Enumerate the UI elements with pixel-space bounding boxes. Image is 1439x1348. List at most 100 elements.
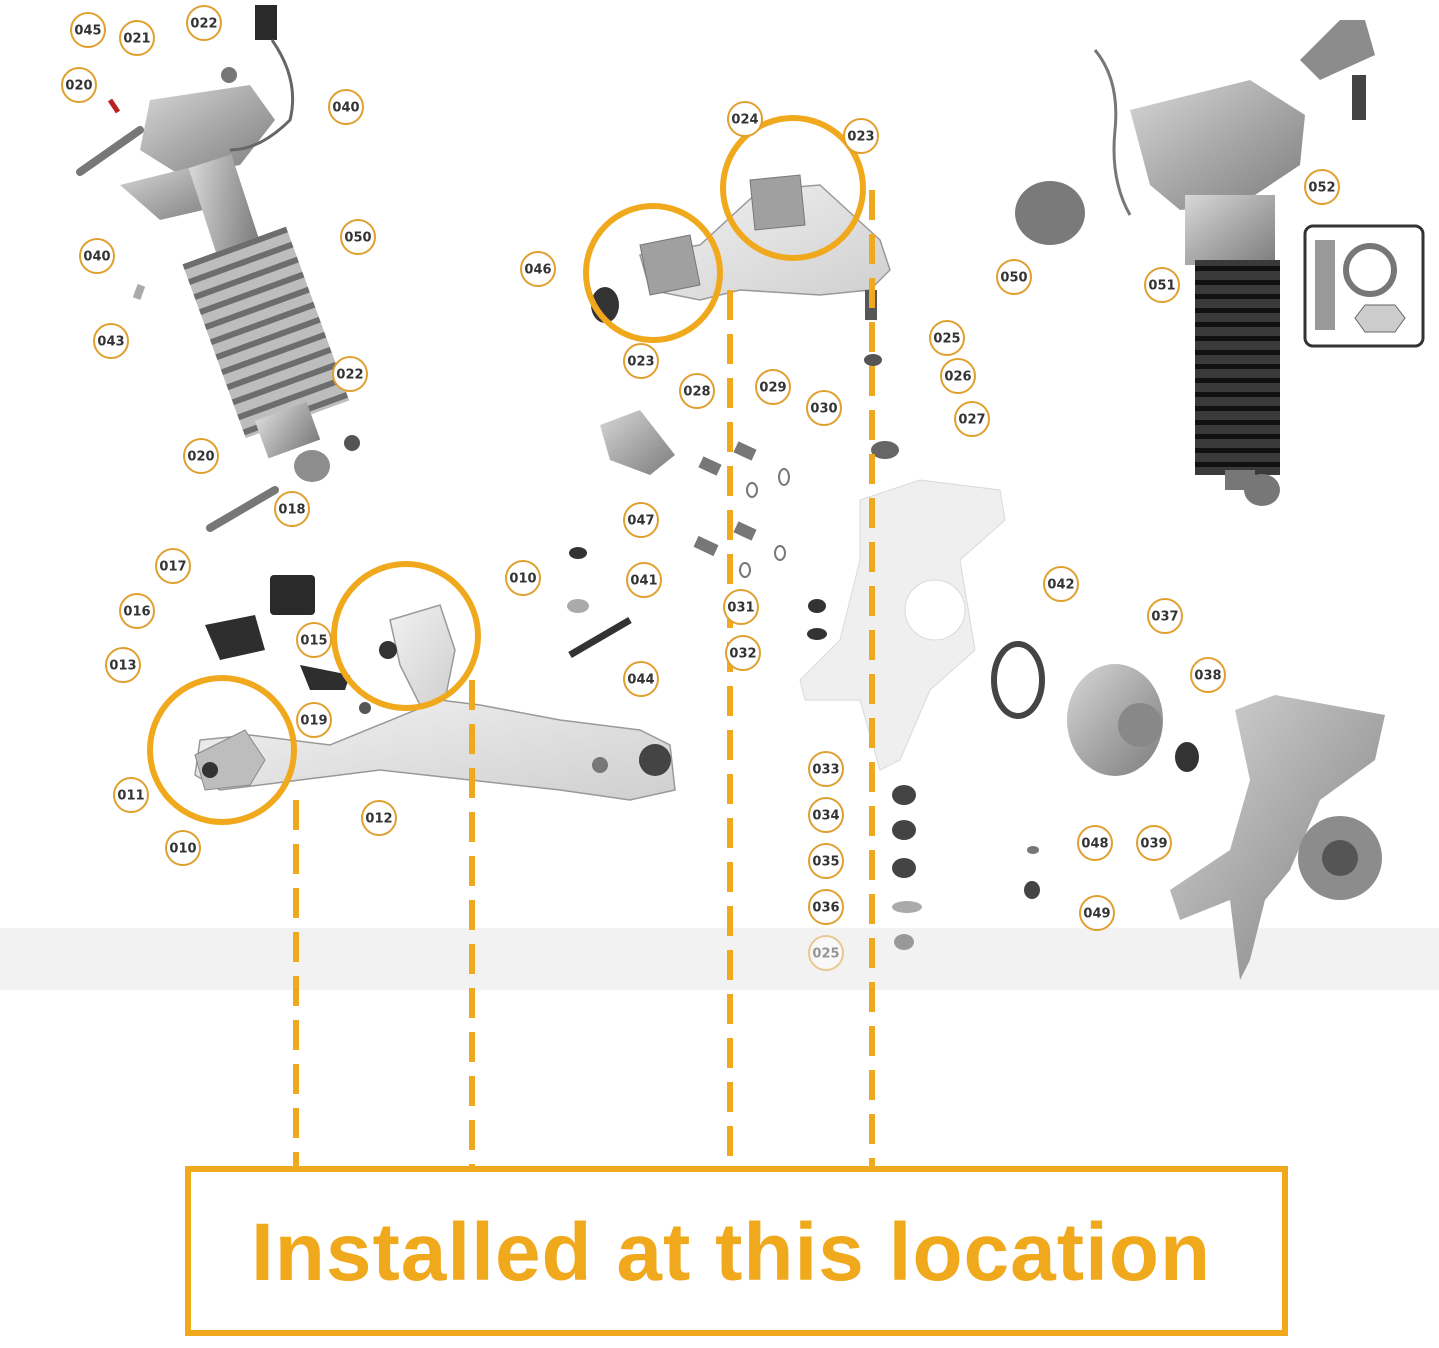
callout-025: 025 (929, 320, 965, 356)
callout-label: 039 (1140, 837, 1167, 852)
callout-label: 038 (1194, 669, 1221, 684)
callout-031: 031 (723, 589, 759, 625)
callout-049: 049 (1079, 895, 1115, 931)
callout-022: 022 (332, 356, 368, 392)
callout-017: 017 (155, 548, 191, 584)
callout-labels: 045 021 022 020 040 050 040 043 022 020 018 017 016 0… (61, 5, 1340, 971)
callout-039: 039 (1136, 825, 1172, 861)
callout-label: 043 (97, 335, 124, 350)
hardware-parts (567, 354, 922, 950)
lower-control-arm (194, 486, 676, 801)
callout-025: 025 (808, 935, 844, 971)
callout-036: 036 (808, 889, 844, 925)
callout-035: 035 (808, 843, 844, 879)
callout-label: 023 (627, 355, 654, 370)
fade-band (0, 928, 1439, 990)
callout-label: 022 (190, 17, 217, 32)
callout-label: 017 (159, 560, 186, 575)
callout-label: 012 (365, 812, 392, 827)
callout-label: 048 (1081, 837, 1108, 852)
callout-label: 020 (187, 450, 214, 465)
callout-030: 030 (806, 390, 842, 426)
callout-043: 043 (93, 323, 129, 359)
callout-label: 032 (729, 647, 756, 662)
callout-label: 024 (731, 113, 758, 128)
callout-label: 049 (1083, 907, 1110, 922)
callout-021: 021 (119, 20, 155, 56)
callout-041: 041 (626, 562, 662, 598)
hub-and-knuckle (991, 641, 1385, 980)
callout-047: 047 (623, 502, 659, 538)
callout-label: 016 (123, 605, 150, 620)
callout-010: 010 (165, 830, 201, 866)
coilover-shock-left (76, 5, 360, 482)
callout-label: 010 (169, 842, 196, 857)
callout-027: 027 (954, 401, 990, 437)
callout-label: 025 (933, 332, 960, 347)
callout-label: 030 (810, 402, 837, 417)
callout-010: 010 (505, 560, 541, 596)
callout-label: 022 (336, 368, 363, 383)
callout-052: 052 (1304, 169, 1340, 205)
callout-label: 044 (627, 673, 654, 688)
callout-label: 047 (627, 514, 654, 529)
callout-label: 028 (683, 385, 710, 400)
highlight-ring-lower-front (331, 561, 481, 711)
callout-label: 029 (759, 381, 786, 396)
callout-label: 037 (1151, 610, 1178, 625)
callout-label: 040 (332, 101, 359, 116)
callout-label: 031 (727, 601, 754, 616)
callout-label: 050 (1000, 271, 1027, 286)
highlight-ring-upper-front (720, 115, 866, 261)
callout-026: 026 (940, 358, 976, 394)
callout-label: 036 (812, 901, 839, 916)
callout-042: 042 (1043, 566, 1079, 602)
callout-label: 020 (65, 79, 92, 94)
callout-label: 023 (847, 130, 874, 145)
callout-028: 028 (679, 373, 715, 409)
callout-label: 013 (109, 659, 136, 674)
callout-label: 011 (117, 789, 144, 804)
callout-label: 034 (812, 809, 839, 824)
callout-label: 019 (300, 714, 327, 729)
callout-label: 026 (944, 370, 971, 385)
callout-023: 023 (623, 343, 659, 379)
callout-label: 042 (1047, 578, 1074, 593)
callout-040: 040 (328, 89, 364, 125)
callout-022: 022 (186, 5, 222, 41)
callout-020: 020 (183, 438, 219, 474)
callout-048: 048 (1077, 825, 1113, 861)
caption-box: Installed at this location (185, 1166, 1288, 1336)
callout-029: 029 (755, 369, 791, 405)
callout-label: 045 (74, 24, 101, 39)
callout-label: 027 (958, 413, 985, 428)
callout-051: 051 (1144, 267, 1180, 303)
callout-020: 020 (61, 67, 97, 103)
callout-038: 038 (1190, 657, 1226, 693)
callout-label: 025 (812, 947, 839, 962)
callout-012: 012 (361, 800, 397, 836)
callout-050: 050 (340, 219, 376, 255)
callout-023: 023 (843, 118, 879, 154)
callout-044: 044 (623, 661, 659, 697)
callout-label: 040 (83, 250, 110, 265)
callout-050: 050 (996, 259, 1032, 295)
steering-knuckle-ghost (799, 479, 1006, 771)
callout-040: 040 (79, 238, 115, 274)
callout-label: 015 (300, 634, 327, 649)
coilover-shock-right (1015, 20, 1425, 506)
caption-text: Installed at this location (251, 1207, 1212, 1298)
callout-015: 015 (296, 622, 332, 658)
callout-label: 052 (1308, 181, 1335, 196)
callout-019: 019 (296, 702, 332, 738)
callout-013: 013 (105, 647, 141, 683)
callout-label: 021 (123, 32, 150, 47)
callout-016: 016 (119, 593, 155, 629)
callout-label: 051 (1148, 279, 1175, 294)
callout-label: 041 (630, 574, 657, 589)
callout-037: 037 (1147, 598, 1183, 634)
callout-label: 018 (278, 503, 305, 518)
callout-033: 033 (808, 751, 844, 787)
callout-label: 010 (509, 572, 536, 587)
